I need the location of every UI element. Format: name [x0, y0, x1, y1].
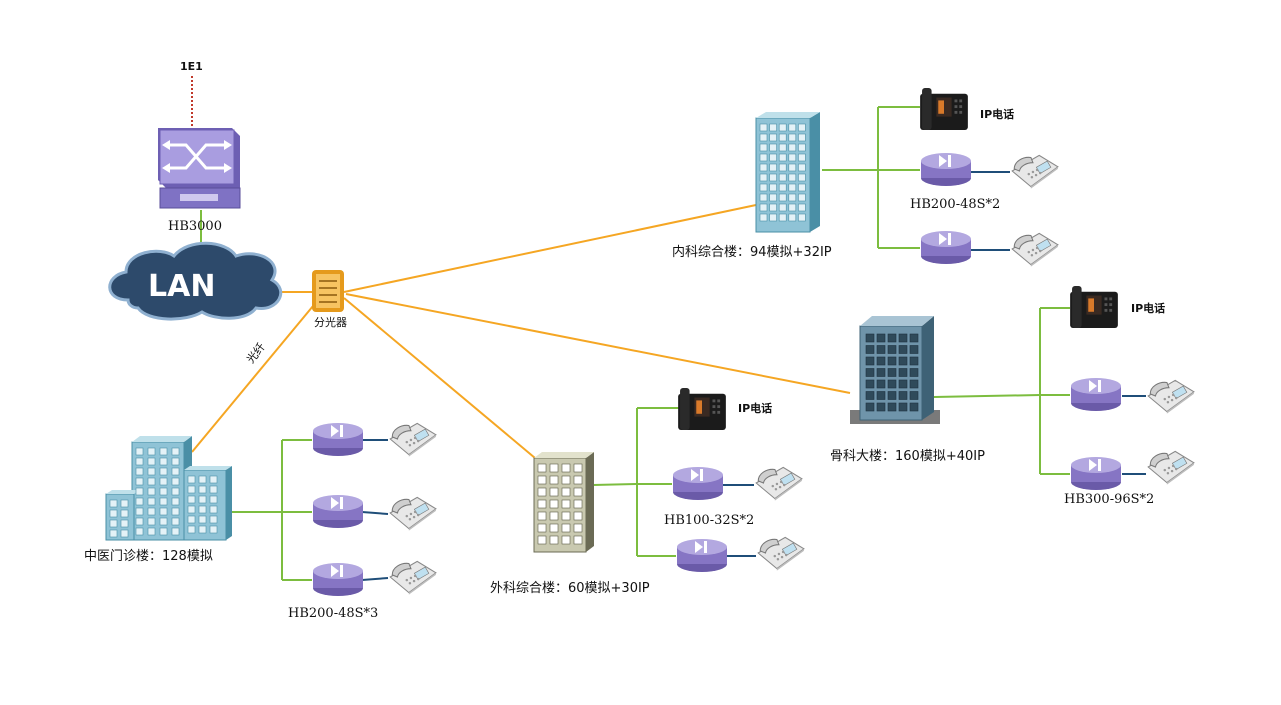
tcm-gateway-label: HB200-48S*3	[288, 606, 378, 621]
surgery-building-label: 外科综合楼：60模拟+30IP	[490, 581, 650, 596]
fiber-to-ortho	[345, 293, 851, 394]
surgery-analog-phone-1-icon[interactable]	[755, 466, 803, 502]
internal-gateway-label: HB200-48S*2	[910, 197, 1000, 212]
connection-lines	[191, 76, 1146, 581]
lan-cloud-icon[interactable]: LAN	[108, 241, 283, 321]
internal-analog-phone-1-icon[interactable]	[1011, 154, 1059, 190]
internal-gateway-1-icon[interactable]	[921, 153, 971, 186]
tcm-gateway-3-icon[interactable]	[313, 563, 363, 596]
tcm-analog-phone-2-icon[interactable]	[389, 496, 437, 532]
ortho-gateway-2-icon[interactable]	[1071, 457, 1121, 490]
ortho-analog-phone-2-icon[interactable]	[1147, 450, 1195, 486]
internal-gateway-2-icon[interactable]	[921, 231, 971, 264]
internal-ip-phone-label: IP电话	[980, 107, 1014, 121]
surgery-gateway-label: HB100-32S*2	[664, 513, 754, 528]
surgery-gateway-2-icon[interactable]	[677, 539, 727, 572]
surgery-gateway-1-icon[interactable]	[673, 467, 723, 500]
internal-building-label: 内科综合楼：94模拟+32IP	[672, 244, 832, 260]
tcm-building-label: 中医门诊楼：128模拟	[84, 549, 213, 564]
tcm-gateway-1-icon[interactable]	[313, 423, 363, 456]
fiber-to-tcm	[191, 299, 319, 453]
ortho-gateway-1-icon[interactable]	[1071, 378, 1121, 411]
internal-building-windows	[759, 123, 806, 222]
ortho-building-label: 骨科大楼：160模拟+40IP	[830, 449, 985, 464]
ortho-ip-phone-icon[interactable]	[1070, 286, 1118, 328]
surgery-analog-phone-2-icon[interactable]	[757, 536, 805, 572]
e1-label: 1E1	[180, 60, 203, 73]
internal-ip-phone-icon[interactable]	[920, 88, 968, 130]
splitter-icon[interactable]	[312, 270, 344, 312]
splitter-label: 分光器	[314, 315, 347, 329]
fiber-to-surgery	[343, 297, 536, 459]
tcm-building-windows	[109, 447, 218, 538]
pbx-label: HB3000	[168, 219, 222, 234]
surgery-building-windows	[537, 463, 583, 545]
ortho-ip-phone-label: IP电话	[1131, 301, 1165, 315]
internal-analog-phone-2-icon[interactable]	[1011, 232, 1059, 268]
fiber-label: 光纤	[243, 340, 268, 366]
lan-label: LAN	[148, 269, 215, 304]
tcm-analog-phone-1-icon[interactable]	[389, 422, 437, 458]
fiber-to-internal	[343, 204, 757, 293]
surgery-ip-phone-icon[interactable]	[678, 388, 726, 430]
tcm-analog-phone-3-icon[interactable]	[389, 560, 437, 596]
pbx-switch-icon[interactable]	[158, 128, 241, 209]
ortho-gateway-label: HB300-96S*2	[1064, 492, 1154, 507]
ortho-analog-phone-1-icon[interactable]	[1147, 379, 1195, 415]
tcm-gateway-2-icon[interactable]	[313, 495, 363, 528]
surgery-ip-phone-label: IP电话	[738, 401, 772, 415]
ortho-building-windows	[865, 333, 919, 412]
